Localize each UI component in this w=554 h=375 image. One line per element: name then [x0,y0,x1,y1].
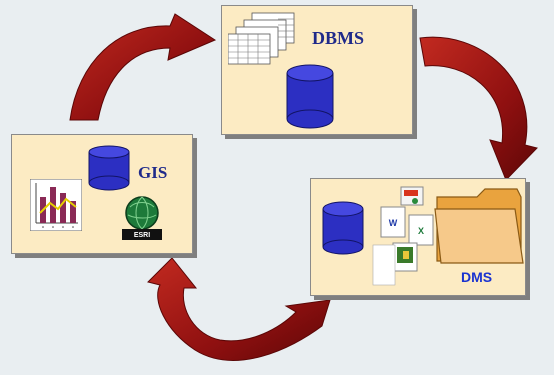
svg-text:W: W [389,218,398,228]
database-cylinder-icon [322,201,364,255]
bar-chart-icon [30,179,82,231]
table-stack-icon [228,12,295,65]
arrow-gis-to-dbms [69,13,217,121]
dbms-label: DBMS [312,28,365,48]
gis-box: GIS ESRI [11,134,193,254]
database-cylinder-icon [88,145,130,191]
word-document-icon: W [380,206,406,238]
excel-document-icon: X [408,214,434,246]
svg-text:X: X [418,226,424,236]
esri-logo-text: ESRI [134,232,150,239]
folder-icon [434,188,524,264]
arrow-dbms-to-dms [419,36,538,181]
dms-box: W X DMS [310,178,526,296]
dms-label: DMS [461,269,493,285]
image-document-icon [392,242,418,272]
arrow-dms-to-gis [147,257,331,361]
database-cylinder-icon [286,64,334,129]
tiff-document-icon [400,186,424,206]
dbms-box: DBMS [221,5,413,135]
document-icons: W X [372,186,434,286]
gis-label: GIS [138,163,168,182]
esri-globe-icon: ESRI [122,196,162,240]
